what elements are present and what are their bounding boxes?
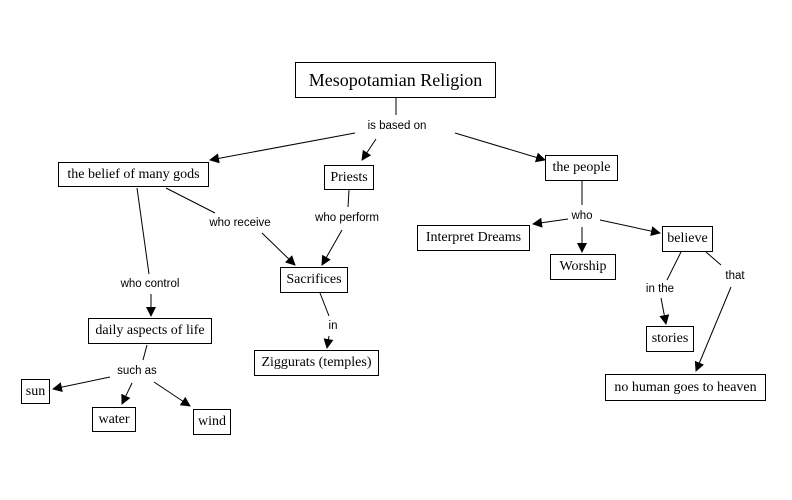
node-ziggurats[interactable]: Ziggurats (temples) [254,350,379,376]
link-line [142,344,148,361]
phrase-in-the[interactable]: in the [643,283,677,295]
link-arrow [599,219,661,236]
link-arrow [694,286,732,372]
link-arrow [532,217,569,228]
link-arrow [209,132,356,164]
phrase-who[interactable]: who [569,210,595,222]
link-arrow [321,229,343,266]
link-arrow [121,382,133,405]
link-arrow [261,232,296,266]
node-priests[interactable]: Priests [324,165,374,190]
node-interpret-dreams[interactable]: Interpret Dreams [417,225,530,251]
phrase-that[interactable]: that [723,270,747,282]
link-line [165,187,216,214]
link-arrow [153,381,191,407]
node-sacrifices[interactable]: Sacrifices [280,267,348,293]
phrase-is-based-on[interactable]: is based on [365,120,429,132]
node-wind[interactable]: wind [193,409,231,435]
link-arrow [454,132,546,163]
link-line [319,292,330,317]
link-arrow [52,376,111,393]
node-stories[interactable]: stories [646,326,694,352]
link-line [666,251,682,281]
phrase-such-as[interactable]: such as [115,365,159,377]
link-arrow [361,138,377,161]
phrase-in[interactable]: in [326,320,340,332]
link-arrow [659,297,670,325]
node-no-human-heaven[interactable]: no human goes to heaven [605,374,766,401]
node-sun[interactable]: sun [21,379,50,404]
node-believe[interactable]: believe [662,226,713,252]
phrase-who-control[interactable]: who control [118,278,182,290]
node-daily-aspects[interactable]: daily aspects of life [88,318,212,344]
link-line [705,251,722,266]
link-arrow [323,335,334,349]
phrase-who-receive[interactable]: who receive [207,217,273,229]
node-water[interactable]: water [92,407,136,432]
link-line [136,187,150,275]
phrase-who-perform[interactable]: who perform [313,212,381,224]
link-line [347,189,350,208]
node-the-people[interactable]: the people [545,155,618,181]
node-mesopotamian-religion[interactable]: Mesopotamian Religion [295,62,496,98]
node-belief-many-gods[interactable]: the belief of many gods [58,162,209,187]
node-worship[interactable]: Worship [550,254,616,280]
